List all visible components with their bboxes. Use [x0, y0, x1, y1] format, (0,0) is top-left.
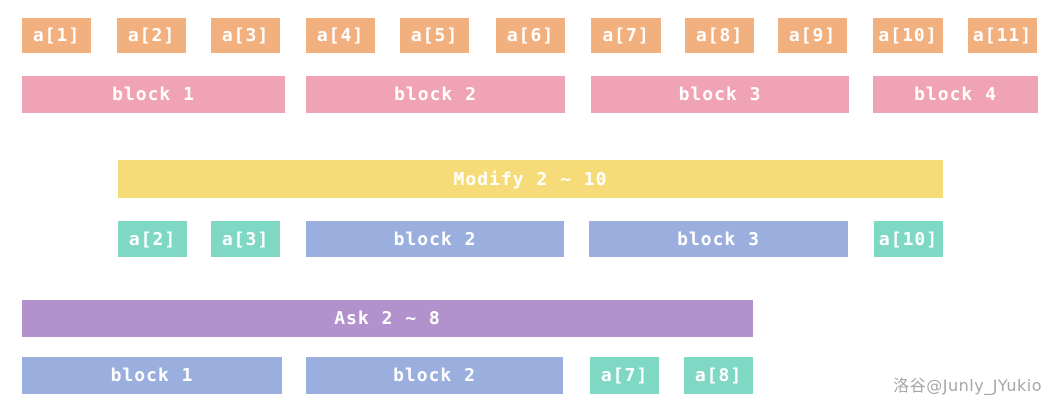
ask-range-bar: Ask 2 ~ 8 — [22, 300, 753, 337]
block-4: block 4 — [873, 76, 1038, 113]
ask-cell-a8: a[8] — [684, 357, 753, 394]
ask-block-1: block 1 — [22, 357, 282, 394]
modify-cell-a2: a[2] — [118, 221, 187, 257]
array-cell-a1: a[1] — [22, 18, 91, 53]
modify-cell-a3: a[3] — [211, 221, 280, 257]
modify-range-bar: Modify 2 ~ 10 — [118, 160, 943, 198]
block-3: block 3 — [591, 76, 849, 113]
block-2: block 2 — [306, 76, 565, 113]
array-cell-a6: a[6] — [496, 18, 565, 53]
watermark-text: 洛谷@Junly_JYukio — [893, 376, 1042, 395]
ask-cell-a7: a[7] — [590, 357, 659, 394]
array-cell-a2: a[2] — [117, 18, 186, 53]
array-cell-a9: a[9] — [778, 18, 847, 53]
modify-cell-a10: a[10] — [874, 221, 943, 257]
array-cell-a7: a[7] — [591, 18, 661, 53]
array-cell-a8: a[8] — [685, 18, 754, 53]
modify-block-2: block 2 — [306, 221, 564, 257]
array-cell-a4: a[4] — [306, 18, 375, 53]
block-1: block 1 — [22, 76, 285, 113]
modify-block-3: block 3 — [589, 221, 848, 257]
array-cell-a11: a[11] — [968, 18, 1037, 53]
array-cell-a3: a[3] — [211, 18, 280, 53]
array-cell-a10: a[10] — [873, 18, 943, 53]
array-cell-a5: a[5] — [400, 18, 469, 53]
ask-block-2: block 2 — [306, 357, 563, 394]
